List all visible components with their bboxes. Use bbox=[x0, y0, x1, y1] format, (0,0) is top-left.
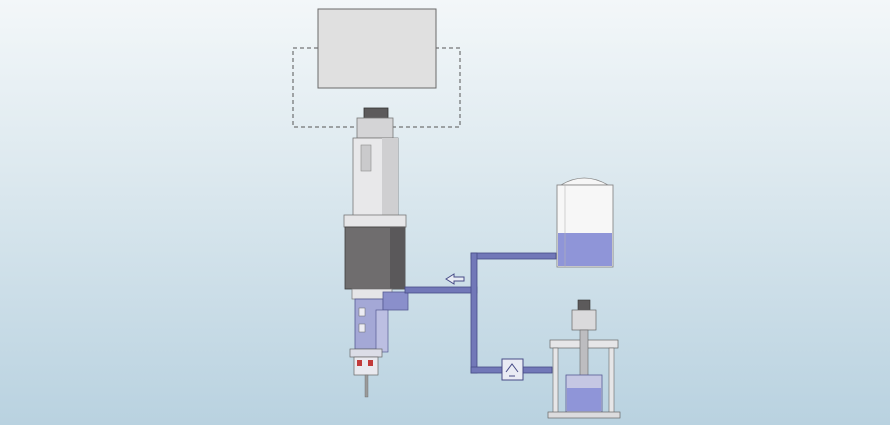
valve-bolt-2 bbox=[358, 323, 366, 333]
control-cable bbox=[292, 47, 461, 128]
motor-slot bbox=[360, 144, 372, 172]
motor-body-shade bbox=[382, 138, 398, 218]
pump-motor bbox=[571, 309, 597, 331]
valve-red-marker-2 bbox=[368, 360, 373, 366]
pipe-to-pump bbox=[521, 366, 553, 374]
motor-head bbox=[356, 117, 394, 139]
valve-red-marker-1 bbox=[357, 360, 362, 366]
pump-drum-fluid bbox=[567, 388, 601, 411]
pump-shaft bbox=[579, 329, 589, 381]
pipe-vertical bbox=[470, 252, 478, 374]
drum-pump bbox=[547, 299, 621, 419]
controller-panel bbox=[317, 8, 437, 89]
regulator-symbol bbox=[505, 363, 519, 377]
valve-bolt-1 bbox=[358, 307, 366, 317]
pump-frame-left bbox=[552, 347, 559, 417]
regulator-body bbox=[501, 358, 524, 381]
flow-arrow-icon bbox=[445, 273, 465, 285]
drive-flange bbox=[343, 214, 407, 228]
pump-frame-right bbox=[608, 347, 615, 417]
drive-block bbox=[343, 214, 407, 290]
pump-base bbox=[547, 411, 621, 419]
tank-fluid bbox=[558, 233, 612, 266]
pipe-from-tank bbox=[470, 252, 557, 260]
valve-arm bbox=[375, 309, 389, 353]
dispensing-needle bbox=[364, 374, 369, 398]
pump-motor-top bbox=[577, 299, 591, 311]
controller-box bbox=[292, 8, 461, 128]
servo-motor bbox=[352, 107, 399, 219]
valve-lower bbox=[349, 348, 383, 358]
tank-lid bbox=[559, 177, 610, 186]
drive-housing-shade bbox=[390, 227, 405, 289]
pressure-regulator bbox=[501, 358, 524, 381]
pipe-to-regulator bbox=[470, 366, 504, 374]
feed-pipes bbox=[404, 252, 557, 374]
valve-side bbox=[382, 291, 409, 311]
pipe-to-valve bbox=[404, 286, 478, 294]
material-tank bbox=[556, 177, 614, 268]
dosing-valve bbox=[349, 288, 409, 398]
